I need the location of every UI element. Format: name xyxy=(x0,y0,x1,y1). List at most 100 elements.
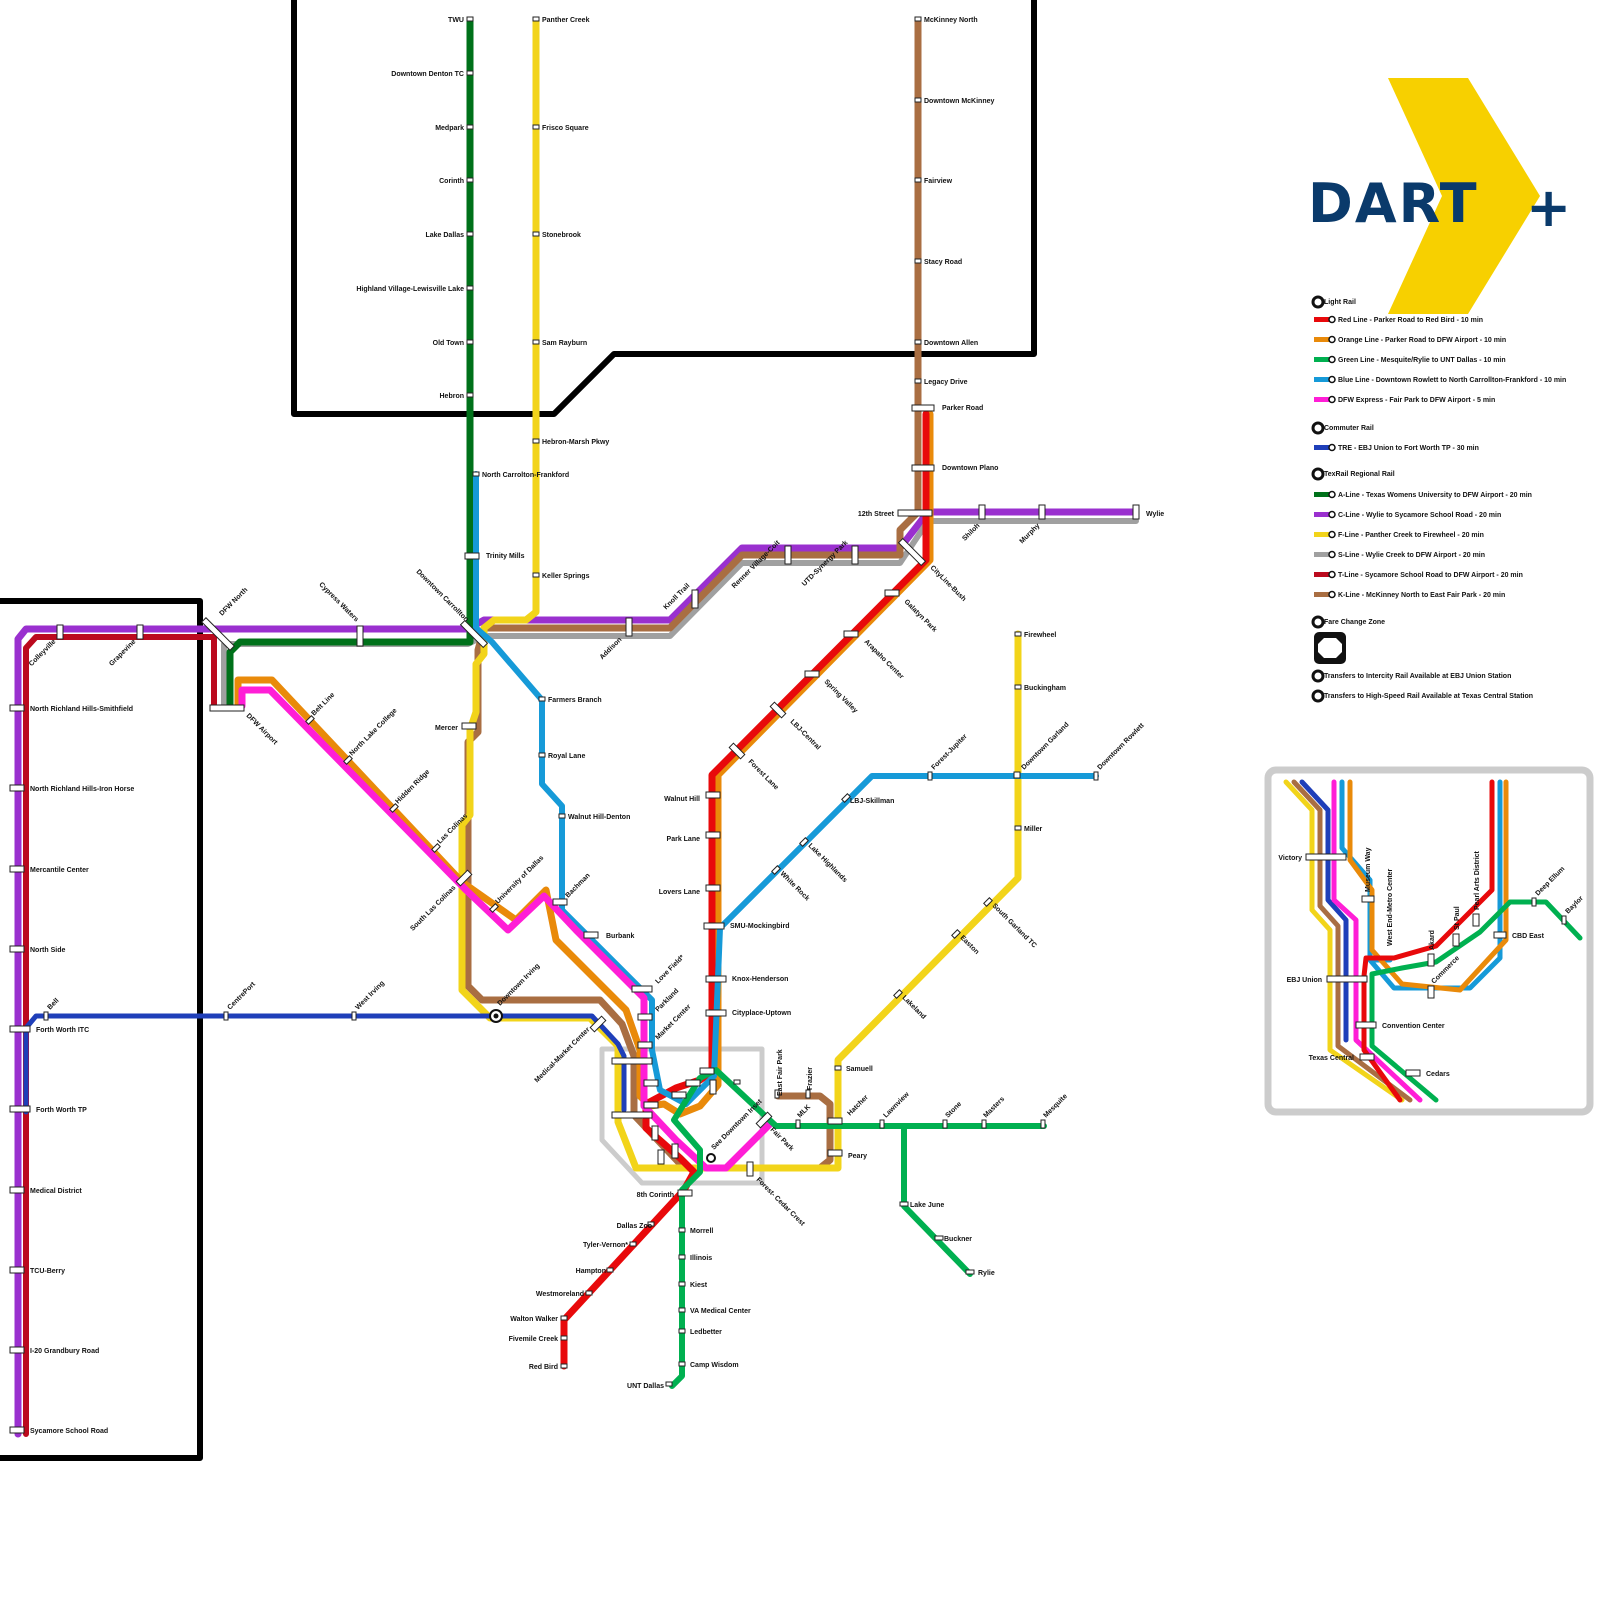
station-label: East Fair Park xyxy=(777,1049,784,1096)
legend-stop-icon xyxy=(1328,355,1336,364)
station-marker xyxy=(671,1143,679,1159)
station-marker xyxy=(9,704,25,712)
station-label: 12th Street xyxy=(858,511,895,518)
f-line xyxy=(458,16,1022,1172)
station-label: Legacy Drive xyxy=(924,379,968,386)
station-marker xyxy=(466,16,474,22)
station-marker xyxy=(1355,1021,1377,1029)
station-label: Bachman xyxy=(564,872,591,899)
station-label: Corinth xyxy=(439,178,464,185)
station-label: Forest- Cedar Crest xyxy=(755,1176,807,1228)
station-marker xyxy=(897,509,933,517)
station-label: Kiest xyxy=(690,1282,708,1289)
station-marker xyxy=(678,1307,686,1313)
legend-item: Green Line - Mesquite/Rylie to UNT Dalla… xyxy=(1338,357,1506,364)
station-marker xyxy=(1326,975,1368,983)
station-marker xyxy=(560,1363,568,1369)
commuter-rail-icon xyxy=(1311,421,1325,435)
legend-swatch xyxy=(1314,397,1332,402)
station-marker xyxy=(1452,933,1460,947)
station-label: Red Bird xyxy=(529,1364,558,1371)
station-label: See Downtown Inset xyxy=(710,1098,764,1152)
legend-swatch xyxy=(1314,445,1332,450)
station-marker xyxy=(879,1119,885,1129)
station-marker xyxy=(1014,631,1022,637)
station-label: Pearl Arts District xyxy=(1474,850,1481,910)
intercity-transfer-icon xyxy=(1311,669,1325,683)
station-label: Peary xyxy=(848,1153,867,1160)
station-marker xyxy=(1361,895,1375,903)
station-label: Bell xyxy=(46,997,60,1011)
station-marker xyxy=(914,258,922,264)
legend-stop-icon xyxy=(1328,530,1336,539)
station-marker xyxy=(560,1315,568,1321)
station-marker xyxy=(705,975,727,983)
station-marker xyxy=(9,1266,25,1274)
station-marker xyxy=(671,1091,687,1099)
station-label: Masters xyxy=(982,1096,1006,1120)
station-marker xyxy=(1359,1053,1375,1061)
station-label: Mercantile Center xyxy=(30,867,89,874)
legend-swatch xyxy=(1314,592,1332,597)
station-marker xyxy=(685,1079,701,1087)
station-marker xyxy=(705,831,721,839)
station-marker xyxy=(699,1067,715,1075)
station-marker xyxy=(9,865,25,873)
station-label: Museum Way xyxy=(1365,847,1372,892)
station-marker xyxy=(678,1328,686,1334)
station-label: Stonebrook xyxy=(542,232,581,239)
legend-item: K-Line - McKinney North to East Fair Par… xyxy=(1338,592,1505,599)
station-label: Cedars xyxy=(1426,1071,1450,1078)
station-label: Lawnview xyxy=(882,1091,911,1120)
station-marker xyxy=(805,1089,811,1099)
station-marker xyxy=(827,1117,843,1125)
station-label: Medpark xyxy=(435,125,464,132)
station-label: St Paul xyxy=(1454,906,1461,930)
station-label: SMU-Mockingbird xyxy=(730,923,790,930)
station-marker xyxy=(466,70,474,76)
station-marker xyxy=(464,552,480,560)
station-marker xyxy=(1014,825,1022,831)
station-marker xyxy=(431,843,441,853)
station-label: Forth Worth ITC xyxy=(36,1027,89,1034)
station-marker xyxy=(9,945,25,953)
station-marker xyxy=(705,884,721,892)
legend-stop-icon xyxy=(1328,490,1336,499)
station-label: Downtown Rowlett xyxy=(1096,722,1146,772)
station-marker xyxy=(914,177,922,183)
station-marker xyxy=(1093,771,1099,781)
station-label: DFW North xyxy=(218,587,249,618)
station-marker xyxy=(466,177,474,183)
station-label: Buckingham xyxy=(1024,685,1066,692)
station-marker xyxy=(538,696,546,702)
station-marker xyxy=(914,97,922,103)
station-marker xyxy=(466,124,474,130)
station-marker xyxy=(455,869,473,887)
high-speed-transfer-icon xyxy=(706,1153,716,1163)
legend-item: Transfers to Intercity Rail Available at… xyxy=(1324,673,1511,680)
station-marker xyxy=(841,793,851,803)
legend-header: Light Rail xyxy=(1324,299,1356,306)
station-label: Fivemile Creek xyxy=(509,1336,559,1343)
station-label: Walton Walker xyxy=(510,1316,558,1323)
station-marker xyxy=(884,589,900,597)
texrail-icon xyxy=(1311,467,1325,481)
station-label: Morrell xyxy=(690,1228,713,1235)
station-label: UNT Dallas xyxy=(627,1383,664,1390)
station-label: Highland Village-Lewisville Lake xyxy=(356,286,464,293)
station-marker xyxy=(532,438,540,444)
legend-item: Transfers to High-Speed Rail Available a… xyxy=(1324,693,1533,700)
station-marker xyxy=(461,722,477,730)
station-marker xyxy=(611,1111,653,1119)
legend-item: TRE - EBJ Union to Fort Worth TP - 30 mi… xyxy=(1338,445,1479,452)
station-label: LBJ-Central xyxy=(789,718,822,751)
inset-orange-line xyxy=(1347,779,1509,993)
legend-item: F-Line - Panther Creek to Firewheel - 20… xyxy=(1338,532,1484,539)
station-marker xyxy=(538,752,546,758)
station-marker xyxy=(1132,504,1140,520)
legend-stop-icon xyxy=(1328,570,1336,579)
station-label: North Richland Hills-Iron Horse xyxy=(30,786,134,793)
station-marker xyxy=(914,339,922,345)
station-label: CBD East xyxy=(1512,933,1545,940)
legend-swatch xyxy=(1314,512,1332,517)
